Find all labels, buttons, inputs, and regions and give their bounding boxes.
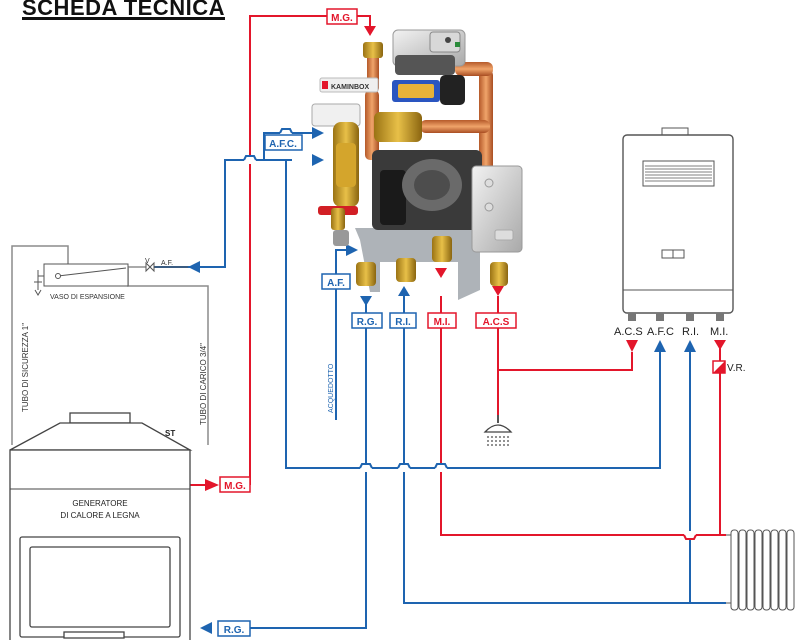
v-small-label: V	[145, 258, 150, 265]
check-valve-icon	[712, 360, 726, 374]
shower-icon	[483, 415, 513, 446]
afc-arrow-left	[188, 261, 200, 273]
boiler-port-ri: R.I.	[682, 326, 699, 338]
ri-pipe	[403, 296, 726, 604]
label-mi-mid: M.I.	[427, 312, 457, 329]
boiler	[622, 127, 734, 321]
label-afc: A.F.C.	[264, 134, 303, 151]
label-mg-gen: M.G.	[219, 476, 251, 493]
acs-pipe	[497, 296, 633, 415]
label-mg-top-text: M.G.	[331, 13, 353, 24]
tubo-sicurezza-label: TUBO DI SICUREZZA 1"	[21, 323, 30, 412]
acs-top-arrow	[492, 286, 504, 296]
label-rg-gen-text: R.G.	[224, 625, 245, 636]
mi-top-arrow	[435, 268, 447, 278]
tubo-carico-label: TUBO DI CARICO 3/4"	[199, 343, 208, 425]
pipe-hops	[243, 128, 697, 540]
label-ri-mid: R.I.	[389, 312, 417, 329]
label-ri-mid-text: R.I.	[395, 317, 411, 328]
label-afc-text: A.F.C.	[269, 139, 297, 150]
generator-label-2: DI CALORE A LEGNA	[60, 511, 140, 520]
brand-label: KAMINBOX	[331, 84, 369, 91]
vaso-label: VASO DI ESPANSIONE	[50, 294, 125, 301]
afc-arrow-2	[312, 154, 324, 166]
label-rg-mid: R.G.	[351, 312, 383, 329]
boiler-port-acs: A.C.S	[614, 326, 643, 338]
afc-arrow-1	[312, 127, 324, 139]
rg-pipe	[220, 296, 367, 629]
kaminbox-unit: KAMINBOX	[311, 29, 523, 300]
wood-generator	[9, 412, 193, 640]
label-mg-top: M.G.	[326, 8, 358, 25]
label-mg-gen-text: M.G.	[224, 481, 246, 492]
boiler-port-afc: A.F.C	[647, 326, 674, 338]
afc-long-pipe	[285, 160, 661, 469]
radiator-icon	[726, 529, 795, 611]
label-acs-mid: A.C.S	[475, 312, 517, 329]
af-pipe	[335, 249, 350, 420]
rg-top-arrow	[360, 296, 372, 306]
af-small-label: A.F.	[161, 260, 173, 267]
label-af-text: A.F.	[327, 278, 345, 289]
generator-label-1: GENERATORE	[72, 499, 127, 508]
afc-boiler-arrow	[654, 340, 666, 352]
boiler-port-mi: M.I.	[710, 326, 728, 338]
mg-top-arrow	[364, 26, 376, 36]
afc-pipe	[150, 132, 316, 268]
acs-boiler-arrow	[626, 340, 638, 352]
vr-label: V.R.	[727, 363, 746, 374]
label-rg-mid-text: R.G.	[357, 317, 378, 328]
rg-gen-arrow	[200, 622, 212, 634]
expansion-vessel	[34, 261, 188, 296]
mg-gen-arrow	[205, 479, 219, 491]
ri-top-arrow	[398, 286, 410, 296]
label-rg-gen: R.G.	[217, 620, 251, 637]
label-mi-mid-text: M.I.	[434, 317, 451, 328]
mg-top-pipe	[249, 15, 371, 485]
ri-boiler-arrow	[684, 340, 696, 352]
af-arrow	[346, 244, 358, 256]
mi-boiler-arrow	[714, 340, 726, 350]
label-acs-mid-text: A.C.S	[483, 317, 510, 328]
label-af: A.F.	[321, 273, 351, 290]
pipe-crossings	[244, 129, 696, 539]
page-title: SCHEDA TECNICA	[22, 0, 225, 20]
acquedotto-label: ACQUEDOTTO	[328, 363, 335, 413]
st-label: ST	[165, 429, 175, 438]
